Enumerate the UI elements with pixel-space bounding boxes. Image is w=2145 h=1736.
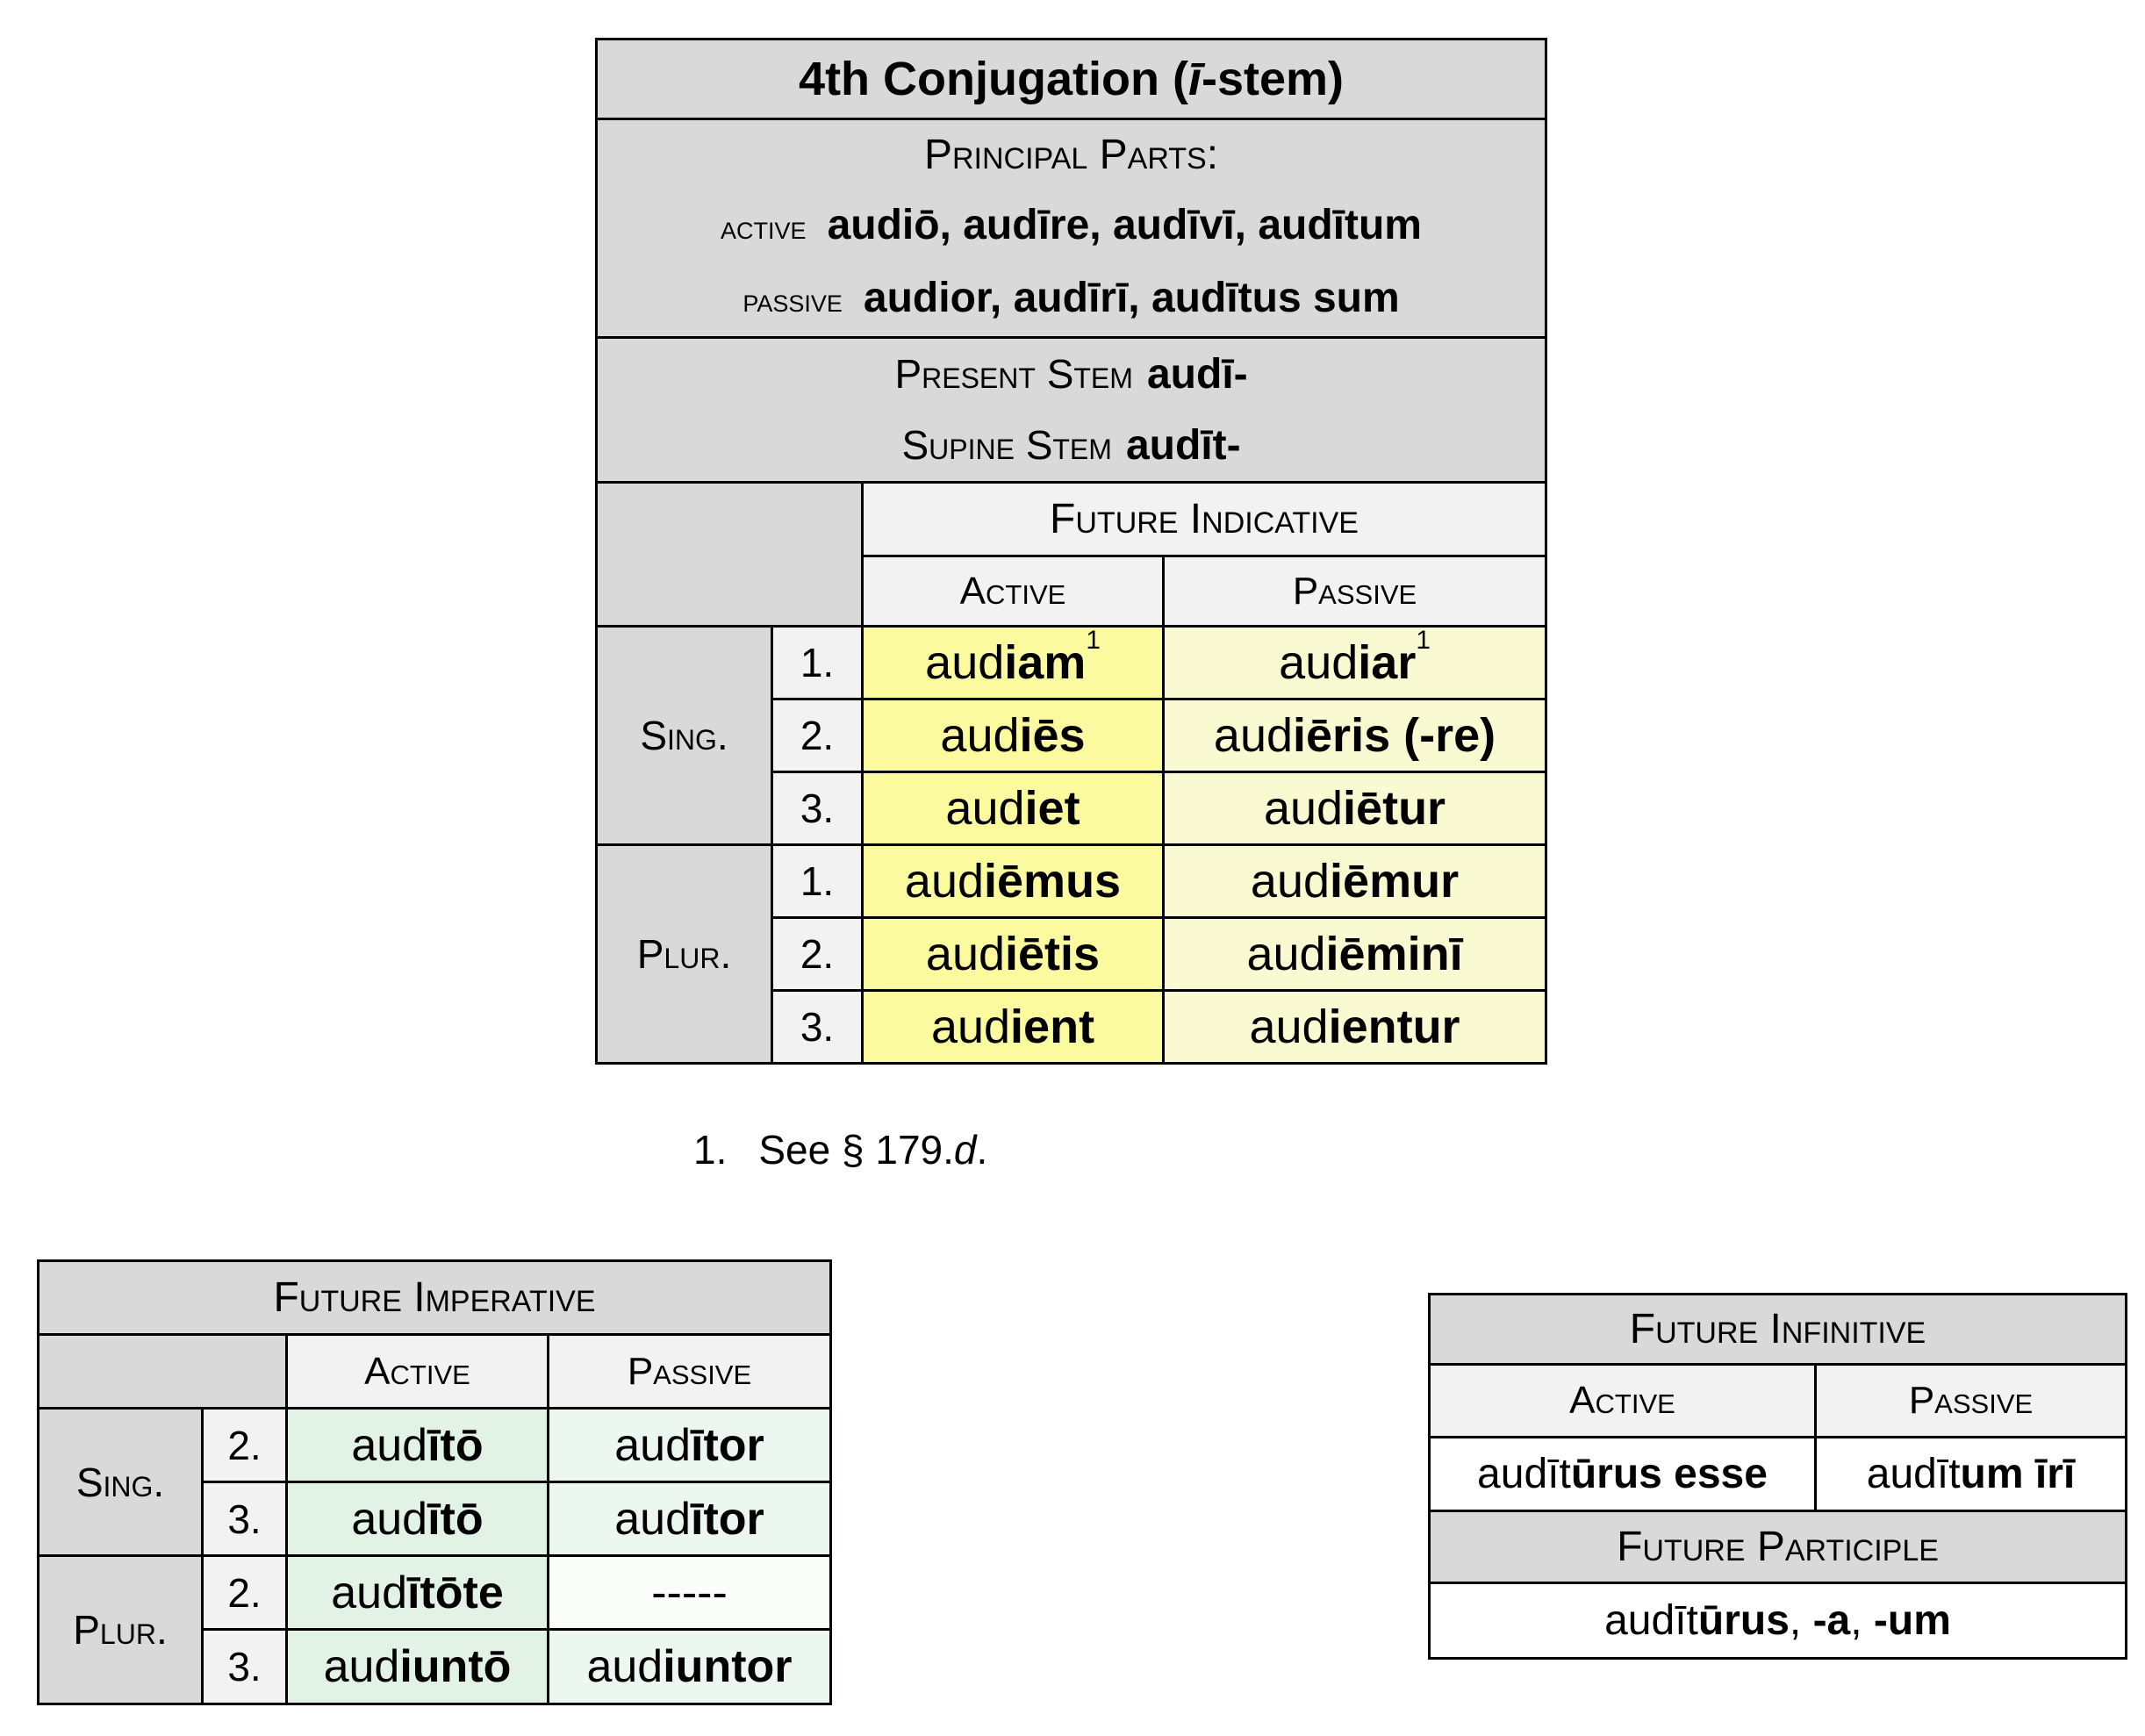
principal-parts-cell: Principal Parts: active audiō, audīre, au… (594, 118, 1548, 339)
corner-cell (595, 481, 864, 628)
indicative-passive-header: Passive (1161, 555, 1548, 628)
imperative-sing-2-active: audītō (285, 1407, 549, 1483)
corner-cell (37, 1333, 288, 1410)
future-indicative-table: 4th Conjugation (ī-stem) Principal Parts… (594, 38, 1548, 1065)
person-label: 3. (771, 771, 864, 846)
footnote-text: See § 179.d. (758, 1127, 988, 1173)
imperative-active-header: Active (285, 1333, 549, 1410)
imperative-sing-3-passive: audītor (547, 1481, 832, 1557)
person-label: 1. (771, 625, 864, 700)
future-imperative-table: Future Imperative Active Passive Sing. 2… (37, 1259, 832, 1705)
imperative-plur-2-active: audītōte (285, 1554, 549, 1631)
stems-cell: Present Stem audī- Supine Stem audīt- (594, 336, 1548, 484)
indicative-plur-2-active: audiētis (861, 916, 1165, 992)
group-label-plural: Plur. (37, 1554, 204, 1705)
principal-parts-active-line: active audiō, audīre, audīvī, audītum (599, 190, 1544, 263)
group-label-singular: Sing. (595, 625, 773, 846)
person-label: 2. (771, 698, 864, 773)
indicative-sing-1-passive: audiar1 (1161, 625, 1548, 700)
present-stem-label: Present Stem (894, 351, 1133, 397)
passive-voice-label: passive (742, 283, 843, 319)
supine-stem-form: audīt- (1125, 422, 1241, 469)
indicative-sing-2-active: audiēs (861, 698, 1165, 773)
present-stem-form: audī- (1146, 351, 1248, 398)
active-voice-label: active (721, 210, 807, 247)
group-label-singular: Sing. (37, 1407, 204, 1557)
person-label: 3. (771, 989, 864, 1065)
indicative-sing-2-passive: audiēris (-re) (1161, 698, 1548, 773)
person-label: 2. (771, 916, 864, 992)
indicative-sing-3-active: audiet (861, 771, 1165, 846)
future-infinitive-table: Future Infinitive Active Passive audītūr… (1427, 1293, 2128, 1660)
imperative-sing-3-active: audītō (285, 1481, 549, 1557)
person-label: 2. (201, 1407, 288, 1483)
footnote-number: 1. (693, 1127, 728, 1173)
footnote: 1. See § 179.d. (693, 1126, 987, 1173)
mood-heading-future-participle: Future Participle (1427, 1510, 2128, 1584)
person-label: 3. (201, 1628, 288, 1705)
passive-principal-parts: audior, audīrī, audītus sum (863, 275, 1400, 321)
indicative-plur-3-passive: audientur (1161, 989, 1548, 1065)
present-stem-line: Present Stem audī- (599, 341, 1544, 411)
supine-stem-line: Supine Stem audīt- (599, 410, 1544, 480)
infinitive-active-form: audītūrus esse (1428, 1436, 1817, 1512)
indicative-sing-3-passive: audiētur (1161, 771, 1548, 846)
indicative-plur-3-active: audient (861, 989, 1165, 1065)
supine-stem-label: Supine Stem (901, 422, 1112, 468)
person-label: 2. (201, 1554, 288, 1631)
indicative-sing-1-active: audiam1 (861, 625, 1165, 700)
indicative-plur-1-passive: audiēmur (1161, 843, 1548, 919)
principal-parts-heading: Principal Parts: (923, 132, 1219, 178)
indicative-active-header: Active (861, 555, 1165, 628)
participle-form: audītūrus, -a, -um (1427, 1582, 2128, 1660)
indicative-plur-2-passive: audiēminī (1161, 916, 1548, 992)
imperative-plur-2-passive-empty: ----- (547, 1554, 832, 1631)
imperative-sing-2-passive: audītor (547, 1407, 832, 1483)
infinitive-active-header: Active (1428, 1363, 1817, 1438)
infinitive-passive-header: Passive (1813, 1363, 2128, 1438)
imperative-passive-header: Passive (547, 1333, 832, 1410)
person-label: 1. (771, 843, 864, 919)
group-label-plural: Plur. (595, 843, 773, 1065)
infinitive-passive-form: audītum īrī (1813, 1436, 2128, 1512)
mood-heading-future-imperative: Future Imperative (37, 1259, 832, 1336)
conjugation-title: 4th Conjugation (ī-stem) (594, 38, 1548, 120)
mood-heading-future-indicative: Future Indicative (860, 481, 1548, 557)
imperative-plur-3-active: audiuntō (285, 1628, 549, 1705)
principal-parts-passive-line: passive audior, audīrī, audītus sum (599, 263, 1544, 335)
imperative-plur-3-passive: audiuntor (547, 1628, 832, 1705)
person-label: 3. (201, 1481, 288, 1557)
indicative-plur-1-active: audiēmus (861, 843, 1165, 919)
active-principal-parts: audiō, audīre, audīvī, audītum (827, 202, 1422, 248)
mood-heading-future-infinitive: Future Infinitive (1427, 1293, 2128, 1366)
